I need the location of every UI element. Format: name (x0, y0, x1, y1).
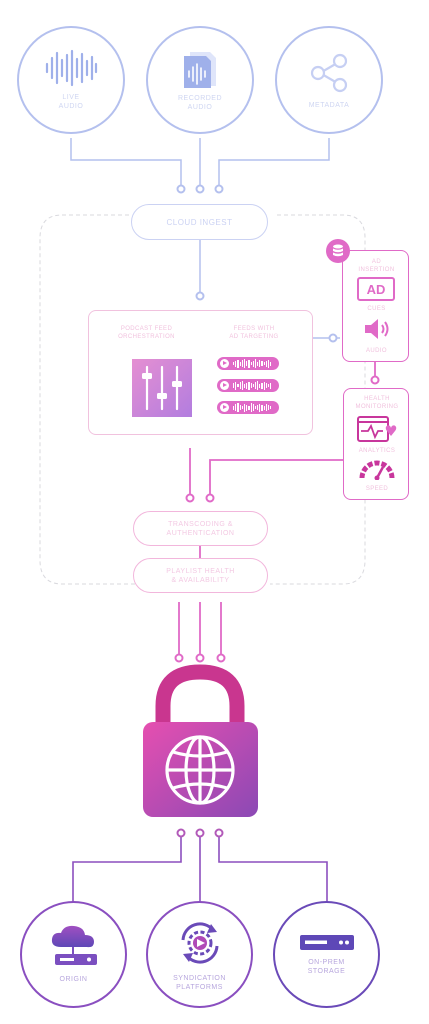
rack-server-icon (299, 934, 354, 950)
metadata-node[interactable]: METADATA (275, 26, 383, 134)
processing-left-heading: PODCAST FEED ORCHESTRATION (118, 326, 175, 340)
waveform-icon (233, 381, 279, 390)
sync-play-icon (181, 921, 218, 964)
platforms-label: SYNDICATION PLATFORMS (173, 974, 226, 991)
cloud-ingest-pill[interactable]: CLOUD INGEST (131, 204, 268, 240)
speedometer-icon (359, 460, 395, 480)
play-icon (220, 403, 229, 412)
port-dot (195, 828, 205, 838)
origin-node[interactable]: ORIGIN (20, 901, 127, 1008)
monitoring-panel[interactable]: HEALTH MONITORING ANALYTICS SPEED (343, 388, 409, 500)
port-dot (195, 184, 205, 194)
ad-feed-list (217, 357, 281, 417)
storage-node[interactable]: ON-PREM STORAGE (273, 901, 380, 1008)
platforms-node[interactable]: SYNDICATION PLATFORMS (146, 901, 253, 1008)
recorded-audio-node[interactable]: RECORDED AUDIO (146, 26, 254, 134)
waveform-icon (233, 359, 279, 368)
ad-feed-item[interactable] (217, 401, 279, 414)
sliders-icon (132, 359, 192, 417)
live-audio-node[interactable]: LIVE AUDIO (17, 26, 125, 134)
audio-file-icon (184, 52, 216, 88)
port-dot (195, 653, 205, 663)
cloud-server-icon (51, 925, 97, 965)
ad-feed-item[interactable] (217, 357, 279, 370)
port-dot (176, 184, 186, 194)
processing-right-heading: FEEDS WITH AD TARGETING (229, 326, 279, 340)
play-icon (220, 381, 229, 390)
ad-insertion-panel[interactable]: AD INSERTION AD CUES AUDIO (342, 250, 409, 362)
database-icon (326, 239, 350, 263)
ad-badge-text: AD (366, 281, 386, 297)
ad-feed-item[interactable] (217, 379, 279, 392)
live-audio-label: LIVE AUDIO (58, 94, 84, 110)
play-icon (220, 359, 229, 368)
port-dot (176, 828, 186, 838)
storage-label: ON-PREM STORAGE (307, 958, 346, 975)
ad-panel-caption-2: AUDIO (365, 348, 387, 354)
cloud-boundary (39, 214, 366, 585)
metadata-label: METADATA (308, 101, 350, 109)
monitor-panel-heading: HEALTH MONITORING (355, 396, 399, 410)
share-icon (310, 53, 348, 92)
port-dot (174, 653, 184, 663)
port-dot (214, 828, 224, 838)
heart-monitor-icon (357, 416, 397, 442)
port-dot (185, 493, 195, 503)
processing-panel[interactable]: PODCAST FEED ORCHESTRATION FEEDS WITH AD… (88, 310, 313, 435)
waveform-icon (233, 403, 279, 412)
origin-label: ORIGIN (59, 976, 88, 983)
monitor-panel-caption-1: ANALYTICS (358, 448, 396, 454)
monitor-panel-caption-2: SPEED (365, 486, 389, 492)
waveform-icon (45, 49, 98, 87)
transcoding-pill[interactable]: TRANSCODING & AUTHENTICATION (133, 511, 268, 546)
ad-panel-heading: AD INSERTION (358, 259, 395, 273)
recorded-audio-label: RECORDED AUDIO (177, 95, 223, 111)
port-dot (216, 653, 226, 663)
ad-badge-icon: AD (357, 277, 395, 301)
globe-padlock-icon (143, 664, 258, 817)
playlist-health-pill[interactable]: PLAYLIST HEALTH & AVAILABILITY (133, 558, 268, 593)
port-dot (328, 333, 338, 343)
port-dot (214, 184, 224, 194)
port-dot (195, 291, 205, 301)
ad-panel-caption-1: CUES (367, 306, 386, 312)
speaker-icon (365, 319, 389, 339)
port-dot (205, 493, 215, 503)
port-dot (370, 375, 380, 385)
